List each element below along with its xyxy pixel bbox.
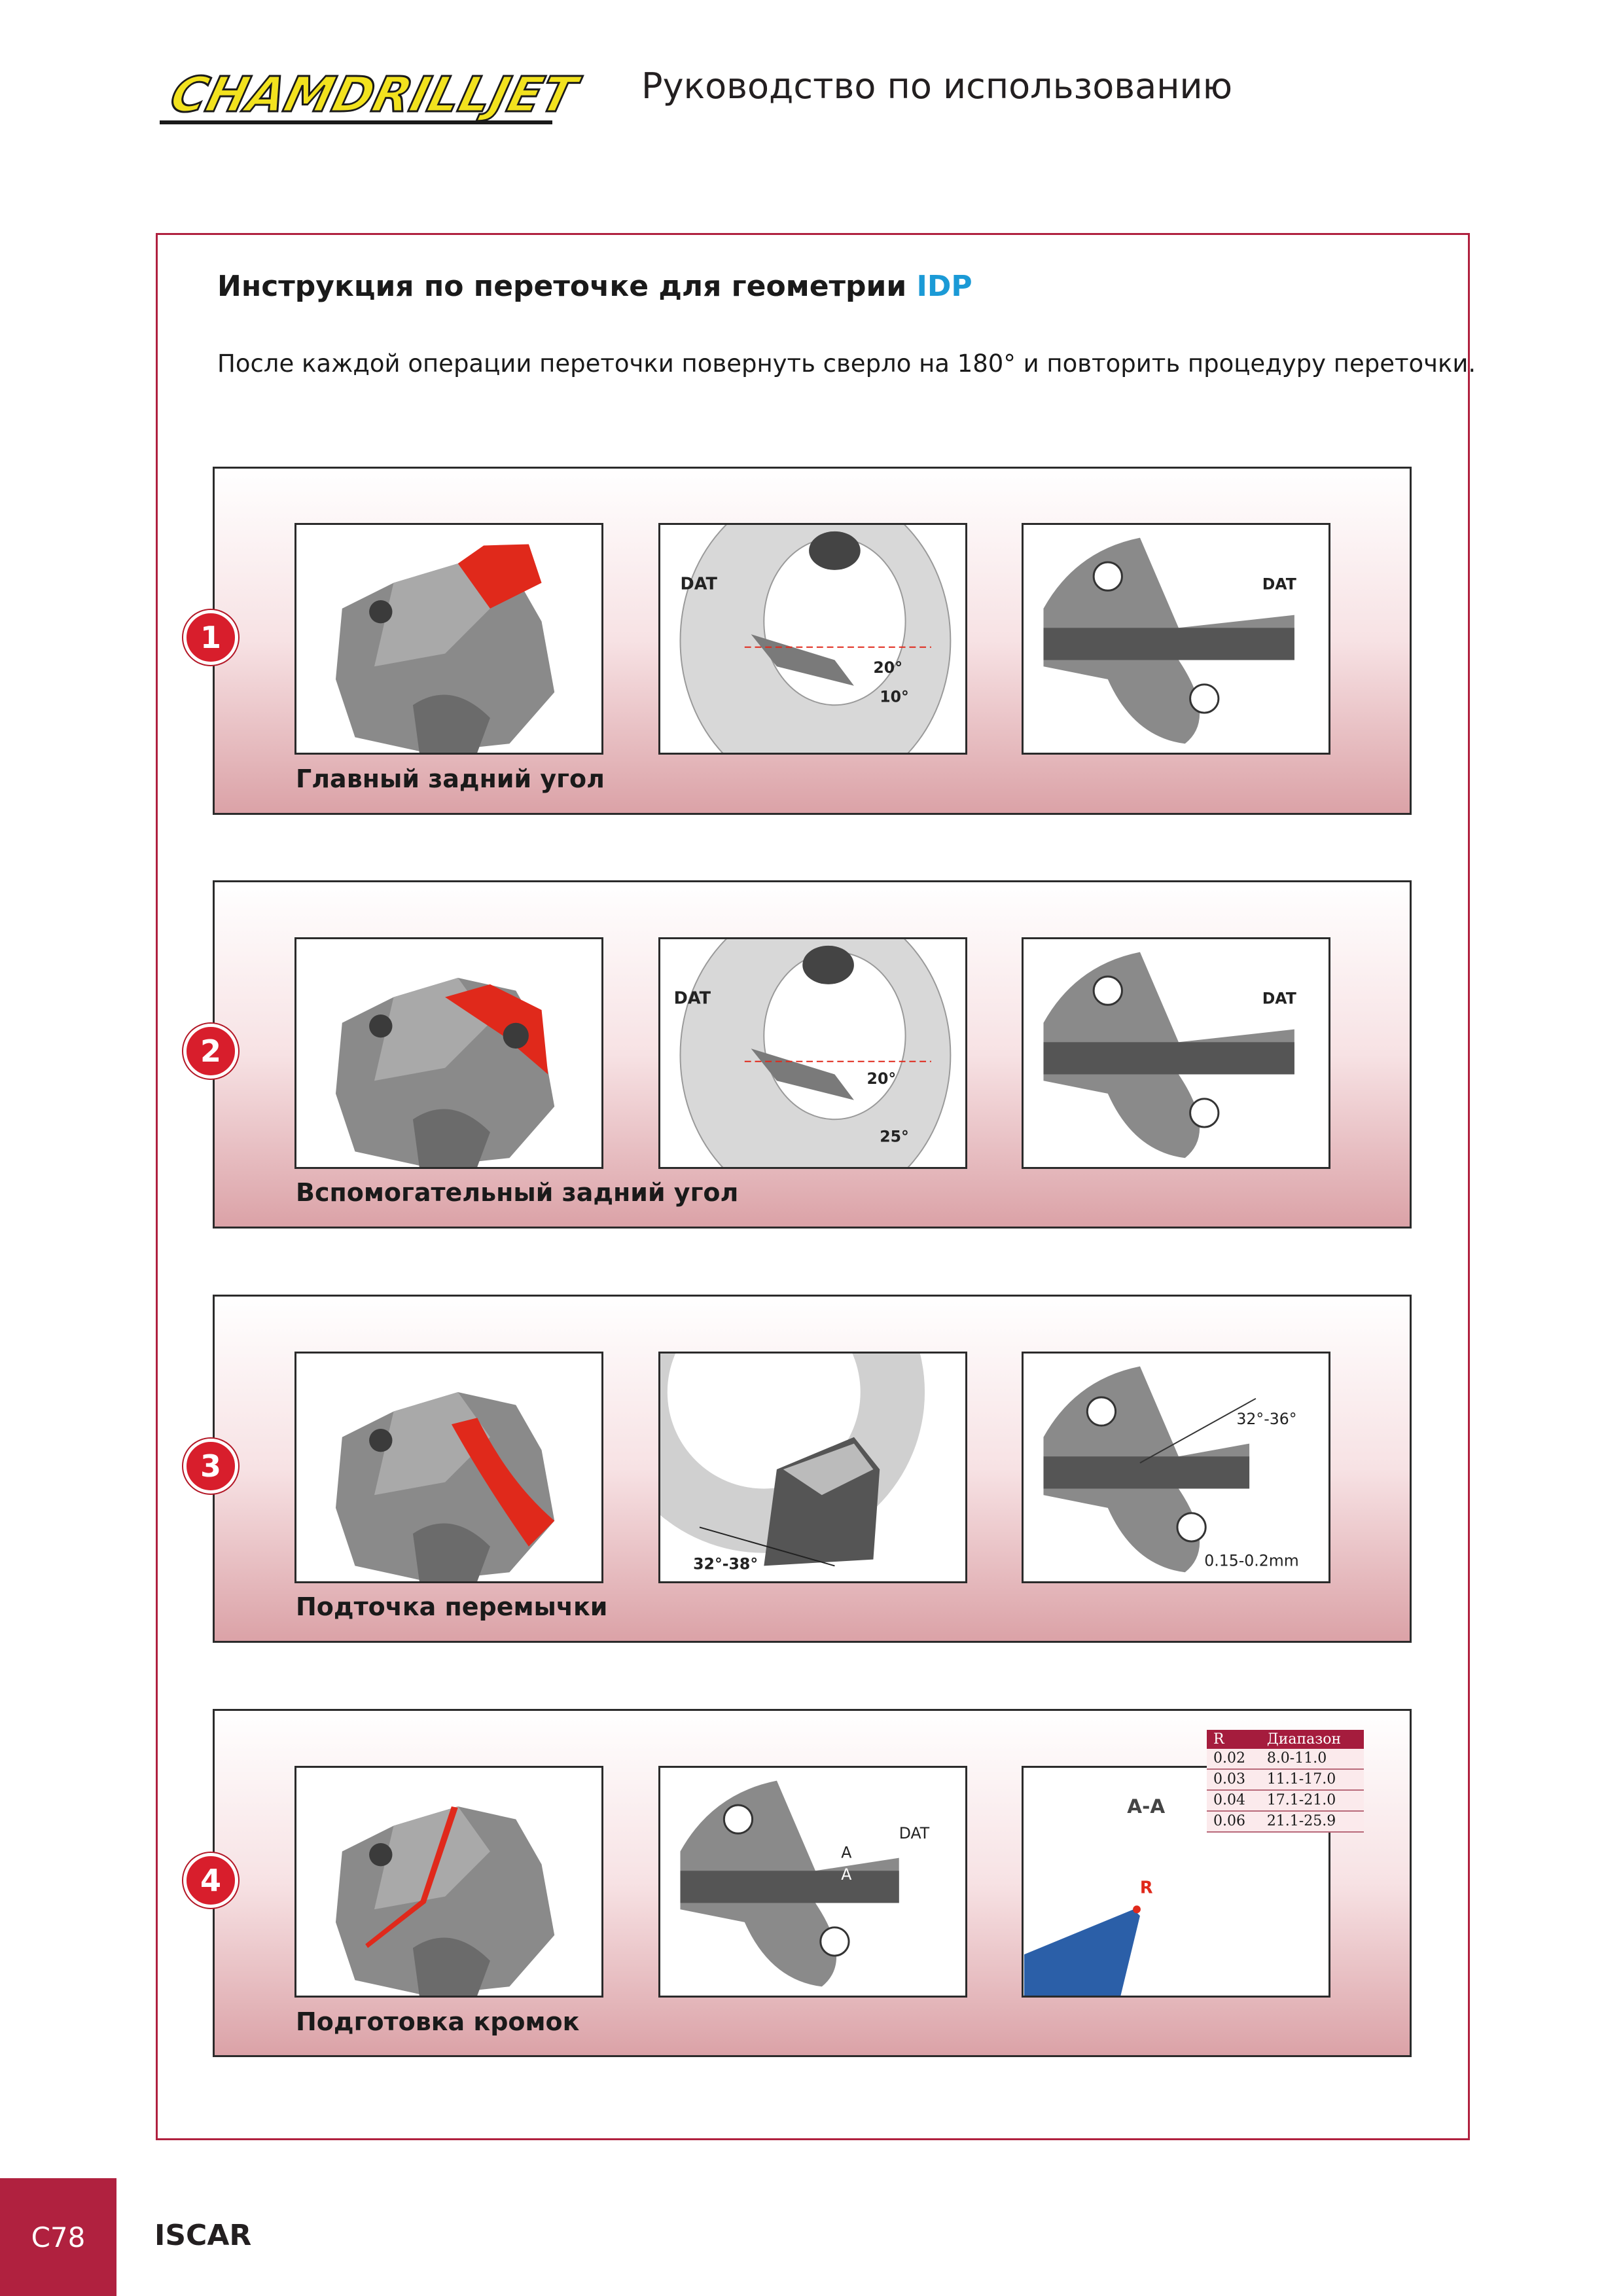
step-3-endview-image: 32°-36° 0.15-0.2mm	[1022, 1352, 1330, 1583]
header-title: Руководство по использованию	[641, 65, 1233, 107]
step-1-marked-face	[457, 544, 542, 609]
page-number: C78	[0, 2178, 116, 2296]
step-1-caption: Главный задний угол	[296, 764, 605, 793]
chamdrilljet-logo: CHAMDRILLJET	[154, 60, 599, 131]
step-4-marked-edge	[365, 1806, 458, 1948]
step-3-marked-face	[451, 1418, 555, 1547]
step-2-dat-label: DAT	[674, 988, 711, 1008]
step-3-badge: 3	[183, 1439, 238, 1494]
step-2-caption: Вспомогательный задний угол	[296, 1178, 739, 1207]
step-3-angle2-label: 32°-36°	[1236, 1410, 1296, 1428]
r-table-header-r: R	[1207, 1730, 1260, 1749]
table-cell: 11.1-17.0	[1260, 1769, 1364, 1791]
step-2-badge: 2	[183, 1024, 238, 1079]
step-1-endview-image: DAT	[1022, 523, 1330, 755]
step-2-angle-a: 20°	[867, 1069, 897, 1088]
step-4-drill-image	[294, 1766, 603, 1998]
footer-brand: ISCAR	[154, 2219, 252, 2252]
step-4-section-image: A A DAT	[658, 1766, 967, 1998]
step-4-r-label: R	[1140, 1878, 1153, 1898]
step-3-caption: Подточка перемычки	[296, 1592, 608, 1621]
table-cell: 0.06	[1207, 1811, 1260, 1833]
step-1-angle-b: 10°	[880, 687, 909, 706]
step-2-angle-b: 25°	[880, 1128, 909, 1146]
table-cell: 8.0-11.0	[1260, 1749, 1364, 1770]
step-2-grinding-image: DAT 20° 25°	[658, 937, 967, 1169]
step-2-dat2-label: DAT	[1262, 989, 1296, 1007]
step-4-section-a1: A	[841, 1844, 851, 1862]
step-4-dat-label: DAT	[899, 1824, 930, 1842]
step-3-dim-label: 0.15-0.2mm	[1204, 1551, 1298, 1570]
logo-text: CHAMDRILLJET	[165, 66, 586, 123]
section-title-highlight: IDP	[916, 270, 972, 303]
table-cell: 21.1-25.9	[1260, 1811, 1364, 1833]
table-cell: 17.1-21.0	[1260, 1790, 1364, 1812]
step-2-drill-image	[294, 937, 603, 1169]
table-cell: 0.02	[1207, 1749, 1260, 1770]
section-title: Инструкция по переточке для геометрии ID…	[217, 270, 972, 303]
step-3-grinding-image: 32°-38°	[658, 1352, 967, 1583]
table-cell: 0.04	[1207, 1790, 1260, 1812]
intro-text: После каждой операции переточки повернут…	[217, 350, 1476, 378]
step-4-caption: Подготовка кромок	[296, 2007, 580, 2036]
step-1-drill-image	[294, 523, 603, 755]
step-2-endview-image: DAT	[1022, 937, 1330, 1169]
step-4-section-view-label: A-A	[1127, 1795, 1165, 1818]
step-3-drill-image	[294, 1352, 603, 1583]
r-table-header-range: Диапазон	[1260, 1730, 1364, 1749]
step-1-dat2-label: DAT	[1262, 575, 1296, 593]
step-3-angle-label: 32°-38°	[693, 1554, 758, 1573]
step-2-marked-face	[445, 984, 548, 1075]
step-4-edge-image: A-A R	[1022, 1766, 1330, 1998]
step-4-badge: 4	[183, 1853, 238, 1908]
section-title-prefix: Инструкция по переточке для геометрии	[217, 270, 917, 303]
step-1-grinding-image: DAT 20° 10°	[658, 523, 967, 755]
content-frame	[156, 233, 1470, 2140]
step-1-badge: 1	[183, 610, 238, 665]
step-1-dat-label: DAT	[680, 574, 717, 594]
table-cell: 0.03	[1207, 1769, 1260, 1791]
step-1-angle-a: 20°	[873, 658, 902, 677]
step-4-section-a2: A	[841, 1865, 851, 1884]
